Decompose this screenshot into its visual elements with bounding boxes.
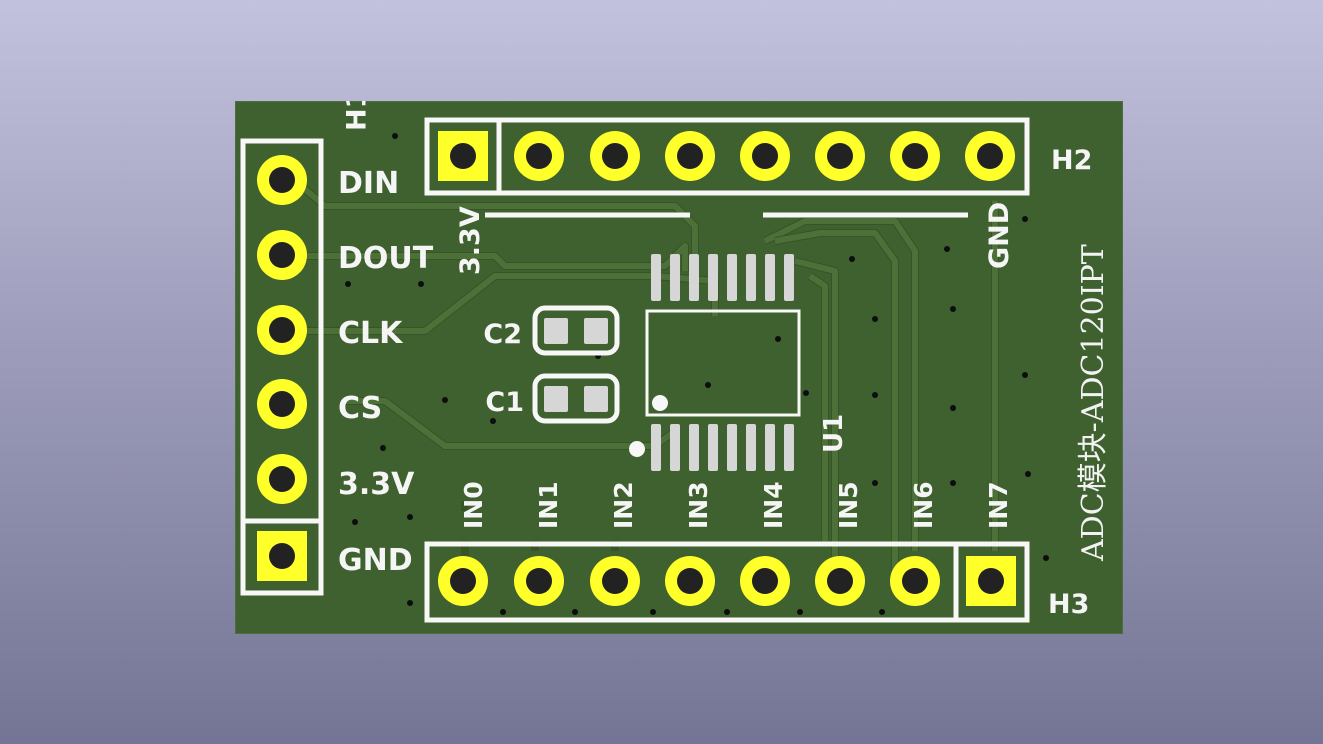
vias — [345, 133, 1049, 615]
ic-u1: U1 — [629, 254, 849, 471]
header-h2: H2 3.3V GND — [424, 117, 1092, 275]
h3-pin-8 — [966, 556, 1016, 606]
c1-ref-label: C1 — [485, 387, 524, 418]
h3-pin-label-in4: IN4 — [759, 481, 788, 529]
h2-pin-6 — [815, 131, 865, 181]
pcb-board: H1 DIN DOUT CLK CS 3.3V GND H2 3.3V GND — [235, 90, 1123, 634]
h1-pin-label-cs: CS — [338, 391, 382, 426]
u1-pins-top — [651, 254, 794, 301]
h3-pin-2 — [514, 556, 564, 606]
h3-pin-label-in5: IN5 — [834, 481, 863, 529]
h2-pin-8 — [965, 131, 1015, 181]
h2-pin-1 — [438, 131, 488, 181]
h2-pin-2 — [514, 131, 564, 181]
board-name-label: ADC模块-ADC120IPT — [1076, 244, 1111, 562]
h1-pin-1 — [257, 155, 307, 205]
h3-pin-3 — [590, 556, 640, 606]
h1-pin-label-3v3: 3.3V — [338, 467, 415, 502]
h3-pin-label-in6: IN6 — [909, 481, 938, 529]
u1-pins-bottom — [651, 424, 794, 471]
capacitor-c1: C1 — [485, 373, 620, 424]
capacitor-c2: C2 — [483, 305, 620, 356]
h2-3v3-label: 3.3V — [455, 206, 486, 275]
h3-pin-1 — [438, 556, 488, 606]
h2-pin-5 — [740, 131, 790, 181]
h2-pin-7 — [890, 131, 940, 181]
h2-pin-4 — [665, 131, 715, 181]
header-h3: H3 IN0 IN1 IN2 IN3 IN4 IN5 IN6 IN7 — [424, 481, 1089, 623]
h1-pin-label-clk: CLK — [338, 316, 404, 351]
pcb-render: H1 DIN DOUT CLK CS 3.3V GND H2 3.3V GND — [240, 90, 1111, 623]
h3-pin-6 — [815, 556, 865, 606]
header-h1: H1 DIN DOUT CLK CS 3.3V GND — [240, 90, 434, 596]
h1-pin-label-gnd: GND — [338, 543, 413, 578]
h3-pin-label-in2: IN2 — [609, 481, 638, 529]
h2-gnd-label: GND — [984, 202, 1015, 269]
h3-pin-4 — [665, 556, 715, 606]
h3-pin-label-in0: IN0 — [459, 481, 488, 529]
h3-pin-label-in3: IN3 — [684, 481, 713, 529]
h1-pin-label-dout: DOUT — [338, 241, 434, 276]
h1-pin-3 — [257, 305, 307, 355]
copper-tracks — [292, 177, 999, 571]
u1-ref-label: U1 — [819, 414, 849, 453]
h1-pin-label-din: DIN — [338, 166, 399, 201]
h1-pin-4 — [257, 379, 307, 429]
h2-ref-label: H2 — [1051, 145, 1092, 176]
h1-ref-label: H1 — [342, 101, 373, 131]
h3-pin-label-in1: IN1 — [534, 481, 563, 529]
h1-pin-6 — [257, 531, 307, 581]
h2-pin-3 — [590, 131, 640, 181]
h3-ref-label: H3 — [1048, 589, 1089, 620]
h3-pin-5 — [740, 556, 790, 606]
h3-pin-label-in7: IN7 — [984, 481, 1013, 529]
c2-ref-label: C2 — [483, 319, 522, 350]
h1-pin-2 — [257, 230, 307, 280]
h3-pin-7 — [890, 556, 940, 606]
h1-pin-5 — [257, 454, 307, 504]
